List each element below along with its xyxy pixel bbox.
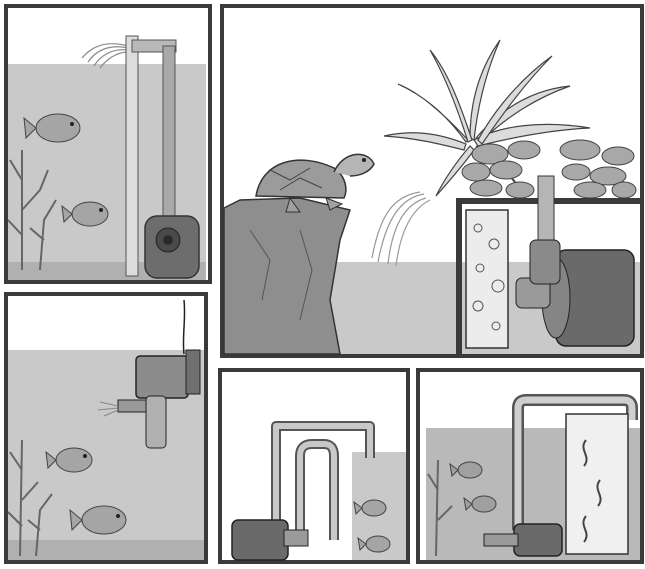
air-stream-icon <box>97 401 119 417</box>
rock-cracks <box>249 229 313 321</box>
riser-pipe <box>125 35 139 277</box>
submersible-pump-icon <box>144 215 200 279</box>
fish-icon <box>61 201 109 227</box>
panel-turtle-terrarium <box>220 4 644 358</box>
return-pipe <box>512 394 638 530</box>
tank-frame <box>4 292 208 564</box>
pump-pipe <box>162 45 176 223</box>
fish-icon <box>23 113 81 143</box>
stone-wall <box>461 139 637 199</box>
plant-icon <box>383 39 591 197</box>
fish-icon <box>69 505 127 535</box>
coral-icon <box>7 439 53 557</box>
hang-on-pump-icon <box>117 349 201 449</box>
panel-hang-on-pump <box>4 292 208 564</box>
fish-icon <box>353 499 387 517</box>
turtle-icon <box>255 153 375 213</box>
fish-icon <box>357 535 391 553</box>
fish-icon <box>449 461 483 479</box>
waterfall-icon <box>371 191 431 267</box>
tank-frame <box>416 368 644 564</box>
tank-frame <box>220 4 644 358</box>
tank-frame <box>218 368 410 564</box>
fish-icon <box>45 447 93 473</box>
tank-frame <box>4 4 212 284</box>
panel-siphon-pump <box>218 368 410 564</box>
coral-icon <box>427 459 453 557</box>
filter-chamber-icon <box>565 413 629 555</box>
power-cable <box>182 299 186 355</box>
external-pump-icon <box>231 519 309 561</box>
coral-icon <box>7 150 57 271</box>
external-pump-icon <box>515 239 635 347</box>
fish-icon <box>463 495 497 513</box>
gravel-bed <box>8 540 204 560</box>
filter-media-icon <box>465 209 509 349</box>
external-pump-icon <box>483 523 563 557</box>
water-spray-icon <box>81 43 129 69</box>
shelf-post <box>456 198 462 354</box>
siphon-tubing-inner <box>273 423 373 540</box>
panel-submersible-pump <box>4 4 212 284</box>
panel-external-filter <box>416 368 644 564</box>
rock-cliff <box>223 197 351 355</box>
